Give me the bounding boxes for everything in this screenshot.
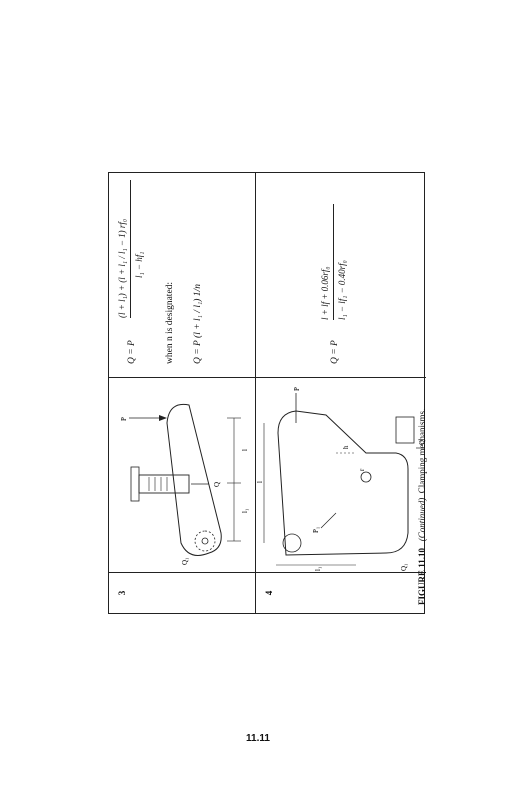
force-P-label: P	[293, 387, 301, 391]
table-row: 3	[109, 173, 256, 613]
force-Q-label: Q	[213, 482, 221, 487]
dim-l-label: l	[256, 481, 264, 483]
mechanism-figure-cell: P P₁ Q Q₁ l l₁ h r	[256, 377, 426, 573]
fraction-bar	[333, 204, 334, 320]
figure-continued: (Continued)	[417, 497, 427, 542]
equation-denominator: l₁ − lf₁ − 0.40rf₀	[337, 260, 347, 320]
row-number: 4	[264, 590, 274, 596]
table-row: 4	[256, 173, 426, 613]
force-Q1-label: Q₁	[400, 564, 408, 572]
mechanism-table: 3	[108, 172, 426, 614]
dim-h-label: h	[342, 445, 350, 449]
force-P-label: P	[120, 417, 128, 421]
mechanism-figure-cell: P Q Q₁ l₁ l	[109, 377, 255, 573]
figure-caption-text: Clamping mechanisms.	[417, 408, 427, 494]
figure-caption: FIGURE 11.10 (Continued) Clamping mechan…	[417, 409, 427, 605]
equation-denominator: l₁ − hf₁	[134, 251, 144, 278]
row-number-cell: 4	[256, 572, 426, 613]
equation-cell: Q = P (l + l₁) + (l + l₁ / l₁ − 1) rf₀ l…	[109, 173, 255, 378]
dim-l-label: l	[241, 449, 249, 451]
equation-numerator: l + lf + 0.06rf₀	[320, 266, 330, 320]
force-Q1-label: Q₁	[181, 558, 189, 566]
figure-label: FIGURE 11.10	[417, 547, 427, 605]
mechanism-3-diagram: P Q Q₁ l₁ l	[120, 403, 249, 566]
dim-r-label: r	[358, 468, 366, 471]
row-number-cell: 3	[109, 572, 255, 613]
equation-prefix: Q = P	[330, 340, 340, 364]
dim-l1-label: l₁	[314, 567, 322, 571]
equation-cell: Q = P l + lf + 0.06rf₀ l₁ − lf₁ − 0.40rf…	[256, 173, 426, 378]
equation-numerator: (l + l₁) + (l + l₁ / l₁ − 1) rf₀	[117, 218, 127, 318]
equation-prefix: Q = P	[127, 340, 137, 364]
force-P1-label: P₁	[312, 527, 320, 533]
row-number: 3	[117, 590, 127, 596]
fraction-bar	[130, 180, 131, 318]
equation-condition: when n is designated:	[165, 281, 175, 364]
equation-alternative: Q = P (l + l₁ / l₁) 1/n	[193, 284, 203, 364]
rotated-table: 3	[108, 172, 426, 614]
mechanism-4-diagram: P P₁ Q Q₁ l l₁ h r	[256, 387, 426, 572]
force-Q-label: Q	[418, 440, 426, 445]
page-number: 11.11	[246, 733, 270, 744]
dim-l1-label: l₁	[241, 509, 249, 513]
